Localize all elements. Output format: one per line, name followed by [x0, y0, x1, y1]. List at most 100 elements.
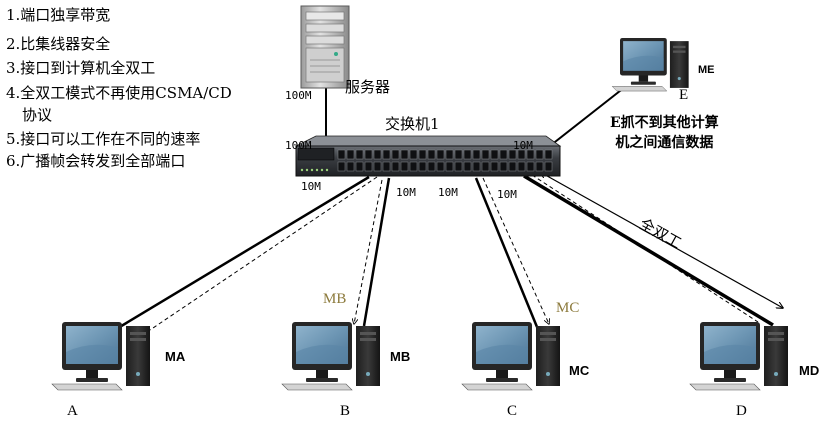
speed-label-b: 10M — [396, 186, 416, 199]
speed-label-e: 10M — [513, 139, 533, 152]
switch-port — [499, 149, 508, 160]
link-c — [474, 177, 539, 328]
switch-port — [544, 161, 553, 172]
status-led — [305, 168, 309, 172]
switch-port — [409, 149, 418, 160]
feature-item: 3.接口到计算机全双工 — [6, 59, 156, 77]
host-letter-a: A — [67, 403, 78, 419]
switch-port — [382, 149, 391, 160]
switch-port — [364, 161, 373, 172]
computer-e — [611, 37, 690, 92]
computer-c — [461, 321, 561, 391]
computer-b — [281, 321, 381, 391]
switch-port — [418, 161, 427, 172]
host-label-b: MB — [390, 349, 411, 364]
switch-port — [337, 161, 346, 172]
flow-c-dashed — [482, 177, 549, 324]
switch-device — [295, 135, 562, 177]
feature-item: 6.广播帧会转发到全部端口 — [6, 152, 186, 170]
switch-port — [391, 161, 400, 172]
server-tower — [300, 5, 350, 89]
computer-d — [689, 321, 789, 391]
switch-port — [544, 149, 553, 160]
host-label-d: MD — [799, 363, 820, 378]
switch-port — [508, 161, 517, 172]
switch-port — [454, 161, 463, 172]
feature-item: 2.比集线器安全 — [6, 35, 111, 53]
host-label-c: MC — [569, 363, 590, 378]
switch-port — [391, 149, 400, 160]
switch-port — [373, 149, 382, 160]
switch-port — [463, 161, 472, 172]
switch-port — [418, 149, 427, 160]
switch-port — [526, 149, 535, 160]
feature-item: 1.端口独享带宽 — [6, 6, 111, 24]
switch-port — [526, 161, 535, 172]
capture-note-line: E抓不到其他计算 — [610, 115, 719, 131]
switch-port — [499, 161, 508, 172]
feature-item-continued: 协议 — [22, 106, 53, 124]
capture-note: E抓不到其他计算 机之间通信数据 — [610, 113, 719, 153]
status-led — [310, 168, 314, 172]
switch-port — [355, 149, 364, 160]
flow-b-dashed — [354, 179, 383, 324]
host-letter-c: C — [507, 403, 518, 419]
switch-port — [436, 161, 445, 172]
flow-label-mc: MC — [556, 300, 580, 316]
switch-port — [346, 149, 355, 160]
switch-port — [364, 149, 373, 160]
switch-port — [481, 161, 490, 172]
status-led — [320, 168, 324, 172]
switch-port — [490, 149, 499, 160]
switch-port — [373, 161, 382, 172]
host-letter-b: B — [340, 403, 351, 419]
switch-port — [382, 161, 391, 172]
switch-port — [535, 161, 544, 172]
switch-port — [517, 161, 526, 172]
link-b — [362, 177, 391, 327]
switch-port — [337, 149, 346, 160]
switch-port — [481, 149, 490, 160]
status-led — [315, 168, 319, 172]
switch-port — [508, 149, 517, 160]
server-port-speed-label: 100M — [285, 139, 312, 152]
host-letter-d: D — [736, 403, 747, 419]
host-label-a: MA — [165, 349, 186, 364]
feature-item: 5.接口可以工作在不同的速率 — [6, 130, 201, 148]
capture-note-line: 机之间通信数据 — [615, 135, 714, 151]
switch-port — [400, 149, 409, 160]
switch-port — [436, 149, 445, 160]
server-speed-label: 100M — [285, 89, 312, 102]
switch-port — [472, 149, 481, 160]
host-letter-e: E — [679, 87, 689, 103]
flow-a-dashed — [149, 176, 378, 331]
switch-port — [346, 161, 355, 172]
feature-item: 4.全双工模式不再使用CSMA/CD — [6, 84, 232, 102]
host-label-e: ME — [698, 64, 715, 76]
switch-port — [400, 161, 409, 172]
switch-port — [463, 149, 472, 160]
computer-a — [51, 321, 151, 391]
server-label: 服务器 — [345, 78, 391, 96]
switch-port — [535, 149, 544, 160]
status-led — [325, 168, 329, 172]
speed-label-a: 10M — [301, 180, 321, 193]
switch-port — [427, 149, 436, 160]
full-duplex-arrow — [540, 172, 783, 308]
flow-label-mb: MB — [323, 291, 347, 307]
speed-label-d: 10M — [497, 188, 517, 201]
status-led — [300, 168, 304, 172]
switch-port — [490, 161, 499, 172]
link-a — [117, 175, 370, 330]
switch-port — [517, 149, 526, 160]
switch-label: 交换机1 — [385, 115, 440, 133]
switch-port — [454, 149, 463, 160]
switch-port — [427, 161, 436, 172]
switch-port — [409, 161, 418, 172]
speed-label-c: 10M — [438, 186, 458, 199]
switch-port — [472, 161, 481, 172]
switch-port — [445, 161, 454, 172]
switch-port — [355, 161, 364, 172]
switch-port — [445, 149, 454, 160]
